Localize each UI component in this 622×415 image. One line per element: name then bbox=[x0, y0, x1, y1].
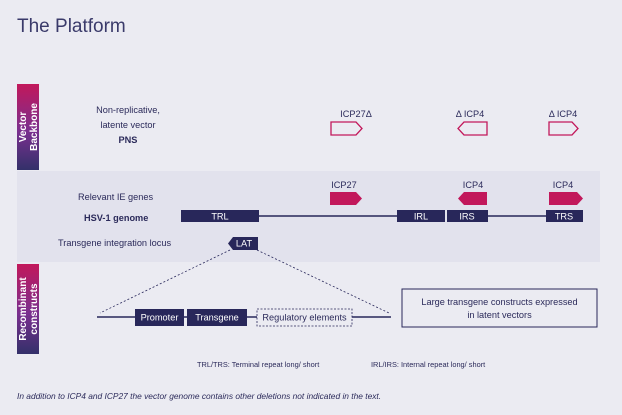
segment-trs bbox=[546, 210, 583, 222]
legend-trl-trs: TRL/TRS: Terminal repeat long/ short bbox=[197, 360, 319, 369]
segment-trl bbox=[181, 210, 259, 222]
callout-line1: Large transgene constructs expressed bbox=[421, 297, 577, 307]
backbone-desc-line3: PNS bbox=[119, 135, 138, 145]
genome-label: HSV-1 genome bbox=[84, 213, 148, 223]
recombinant-label-2: constructs bbox=[29, 283, 40, 335]
ie-genes-label: Relevant IE genes bbox=[78, 192, 153, 202]
promoter-box bbox=[135, 309, 184, 326]
backbone-desc-line2: latente vector bbox=[100, 120, 155, 130]
segment-irl-label: IRL bbox=[414, 212, 428, 222]
icp4-deleted-right-label: Δ ICP4 bbox=[549, 109, 578, 119]
icp27-label: ICP27 bbox=[331, 180, 357, 190]
segment-trs-label: TRS bbox=[555, 212, 573, 222]
callout-line2: in latent vectors bbox=[467, 310, 532, 320]
segment-irs-label: IRS bbox=[459, 212, 474, 222]
icp4-left-label: ICP4 bbox=[463, 180, 483, 190]
backbone-desc-line1: Non-replicative, bbox=[96, 105, 160, 115]
vector-backbone-sidebar: Vector Backbone bbox=[17, 84, 40, 170]
recombinant-sidebar: Recombinant constructs bbox=[17, 264, 40, 354]
segment-irs bbox=[447, 210, 488, 222]
transgene-box bbox=[187, 309, 247, 326]
integration-label: Transgene integration locus bbox=[58, 238, 171, 248]
lat-label: LAT bbox=[236, 239, 253, 249]
icp27-gene-arrow bbox=[330, 192, 362, 205]
promoter-label: Promoter bbox=[141, 313, 179, 323]
icp27-deleted-marker bbox=[330, 121, 363, 136]
zoom-line-left bbox=[99, 249, 231, 314]
vector-backbone-label-2: Backbone bbox=[29, 103, 40, 151]
callout-box bbox=[401, 288, 598, 328]
page-title: The Platform bbox=[17, 16, 126, 37]
footnote: In addition to ICP4 and ICP27 the vector… bbox=[17, 391, 381, 401]
icp4-deleted-left-label: Δ ICP4 bbox=[456, 109, 485, 119]
icp4-deleted-left-marker bbox=[457, 121, 488, 136]
icp27-deleted-label: ICP27Δ bbox=[340, 109, 372, 119]
vector-backbone-label-1: Vector bbox=[18, 112, 29, 143]
lat-marker bbox=[228, 237, 258, 250]
zoom-line-right bbox=[256, 249, 390, 314]
regulatory-box bbox=[256, 308, 353, 327]
icp4-left-gene-arrow bbox=[458, 192, 487, 205]
icp4-right-gene-arrow bbox=[549, 192, 583, 205]
legend-irl-irs: IRL/IRS: Internal repeat long/ short bbox=[371, 360, 485, 369]
icp4-deleted-right-marker bbox=[548, 121, 579, 136]
icp4-right-label: ICP4 bbox=[553, 180, 573, 190]
segment-trl-label: TRL bbox=[211, 212, 228, 222]
transgene-label: Transgene bbox=[195, 313, 239, 323]
recombinant-label-1: Recombinant bbox=[18, 277, 29, 341]
segment-irl bbox=[397, 210, 445, 222]
regulatory-label: Regulatory elements bbox=[262, 313, 347, 323]
